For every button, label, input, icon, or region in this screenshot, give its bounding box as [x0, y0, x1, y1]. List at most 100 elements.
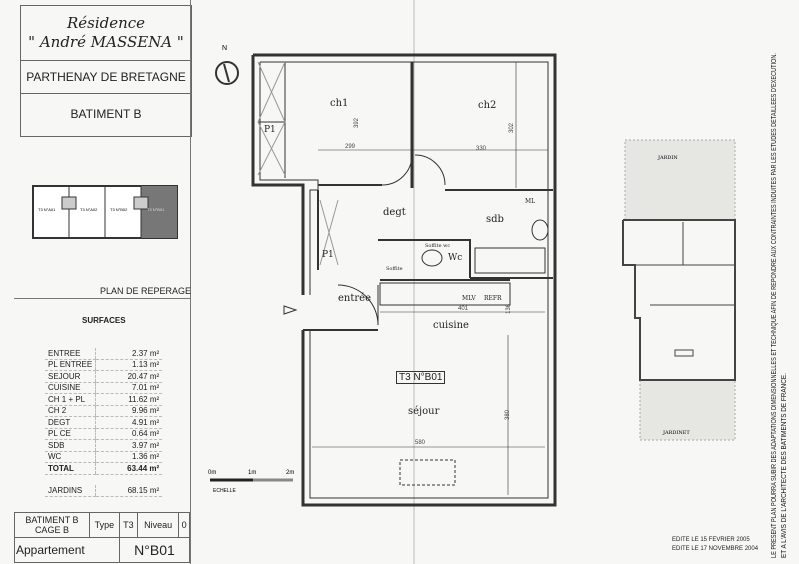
building-cell: BATIMENT B: [25, 515, 79, 525]
surface-value: 1.13 m²: [95, 359, 163, 371]
surface-value: 11.62 m²: [95, 393, 163, 406]
soffite-wc: Soffite wc: [425, 243, 451, 249]
surface-name: PL ENTREE: [45, 359, 96, 371]
apartment-number: N°B01: [118, 537, 191, 563]
scale-2: 2m: [286, 470, 294, 476]
room-sejour: séjour: [408, 406, 440, 417]
surface-name: CH 2: [45, 405, 96, 417]
disclaimer-notes: LE PRESENT PLAN POURRA SUBIR DES ADAPTAT…: [764, 0, 794, 564]
room-ch1: ch1: [330, 98, 349, 109]
exterior-wall: [253, 53, 557, 507]
garden-bottom-label: JARDINET: [662, 430, 690, 436]
note-vertical-2: ET A L'AVIS DE L'ARCHITECTE DES BATIMENT…: [779, 373, 788, 558]
dim-cuisine-width: 401: [458, 306, 469, 312]
note-vertical-1: LE PRESENT PLAN POURRA SUBIR DES ADAPTAT…: [769, 53, 778, 558]
surface-value: 68.15 m²: [95, 485, 163, 497]
dim-ch1-height: 392: [354, 117, 361, 129]
room-cuisine: cuisine: [433, 320, 469, 331]
ml: ML: [525, 198, 536, 205]
unit-a01: T3 N°A01: [38, 207, 56, 212]
surface-value: 20.47 m²: [95, 370, 163, 383]
unit-tag: T3 N°B01: [396, 371, 446, 384]
surfaces-title: SURFACES: [82, 316, 126, 325]
mlv: MLV: [462, 295, 476, 302]
reperage-plan: T3 N°A01 T3 N°A02 T3 N°B02 T3 N°B01: [32, 185, 178, 239]
entrance-arrow-icon: [283, 305, 298, 315]
city: PARTHENAY DE BRETAGNE: [21, 61, 191, 94]
room-ch2: ch2: [478, 100, 497, 111]
surface-value: 63.44 m²: [95, 462, 163, 475]
residence-line2: " André MASSENA ": [28, 33, 184, 51]
surface-value: 3.97 m²: [95, 439, 163, 452]
dim-ch2-height: 302: [509, 122, 516, 134]
unit-b02: T3 N°B02: [110, 207, 128, 212]
garden-top: [624, 139, 736, 221]
closet-p1: P1: [264, 125, 276, 135]
title-block: Résidence" André MASSENA " PARTHENAY DE …: [20, 5, 192, 137]
surface-name: CUISINE: [45, 382, 96, 394]
room-sdb: sdb: [486, 214, 504, 225]
north-arrow-icon: [215, 61, 239, 85]
surface-name: ENTREE: [45, 348, 96, 360]
surface-name: JARDINS: [45, 485, 96, 497]
dim-sejour-width: 580: [415, 440, 426, 446]
soffite: Soffite: [386, 266, 403, 272]
residence-name: Résidence" André MASSENA ": [21, 6, 191, 61]
highlighted-unit: [141, 186, 177, 238]
dim-sejour-height: 380: [505, 409, 512, 421]
scale-0: 0m: [208, 470, 216, 476]
surface-name: SDB: [45, 439, 96, 452]
surface-value: 1.36 m²: [95, 451, 163, 463]
unit-a02: T3 N°A02: [80, 207, 98, 212]
panel-divider: [190, 0, 191, 564]
unit-b01: T3 N°B01: [147, 207, 165, 212]
mini-plan: [622, 139, 736, 441]
room-wc: Wc: [448, 253, 463, 263]
surface-value: 4.91 m²: [95, 416, 163, 429]
surface-value: 2.37 m²: [95, 348, 163, 360]
garden-top-label: JARDIN: [657, 155, 678, 161]
dim-ch1-width: 299: [345, 144, 356, 150]
level-label: Niveau: [136, 512, 180, 538]
dim-cuisine-height: 136: [506, 303, 513, 315]
surface-name: PL CE: [45, 428, 96, 440]
surface-name: CH 1 + PL: [45, 393, 96, 406]
dim-ch2-width: 330: [476, 146, 487, 152]
surface-name: DEGT: [45, 416, 96, 429]
edit-date-2: EDITE LE 17 NOVEMBRE 2004: [672, 546, 759, 552]
scale-label: ECHELLE: [213, 488, 236, 494]
room-degt: degt: [383, 207, 406, 218]
building: BATIMENT B: [70, 107, 142, 121]
refr: REFR: [484, 295, 502, 302]
reperage-label: PLAN DE REPERAGE: [100, 286, 192, 296]
closet-p1-entree: P1: [322, 250, 334, 260]
surface-value: 7.01 m²: [95, 382, 163, 394]
surface-name: SEJOUR: [45, 370, 96, 383]
residence-line1: Résidence: [66, 14, 146, 32]
north-label: N: [222, 45, 227, 52]
surface-name: WC: [45, 451, 96, 463]
apartment-label: Appartement: [14, 537, 120, 563]
divider: [14, 298, 190, 299]
edit-date-1: EDITE LE 15 FEVRIER 2005: [672, 537, 750, 543]
room-entree: entrée: [338, 293, 371, 304]
garden-bottom: [639, 379, 736, 441]
surface-value: 9.96 m²: [95, 405, 163, 417]
cage-cell: CAGE B: [34, 525, 69, 535]
